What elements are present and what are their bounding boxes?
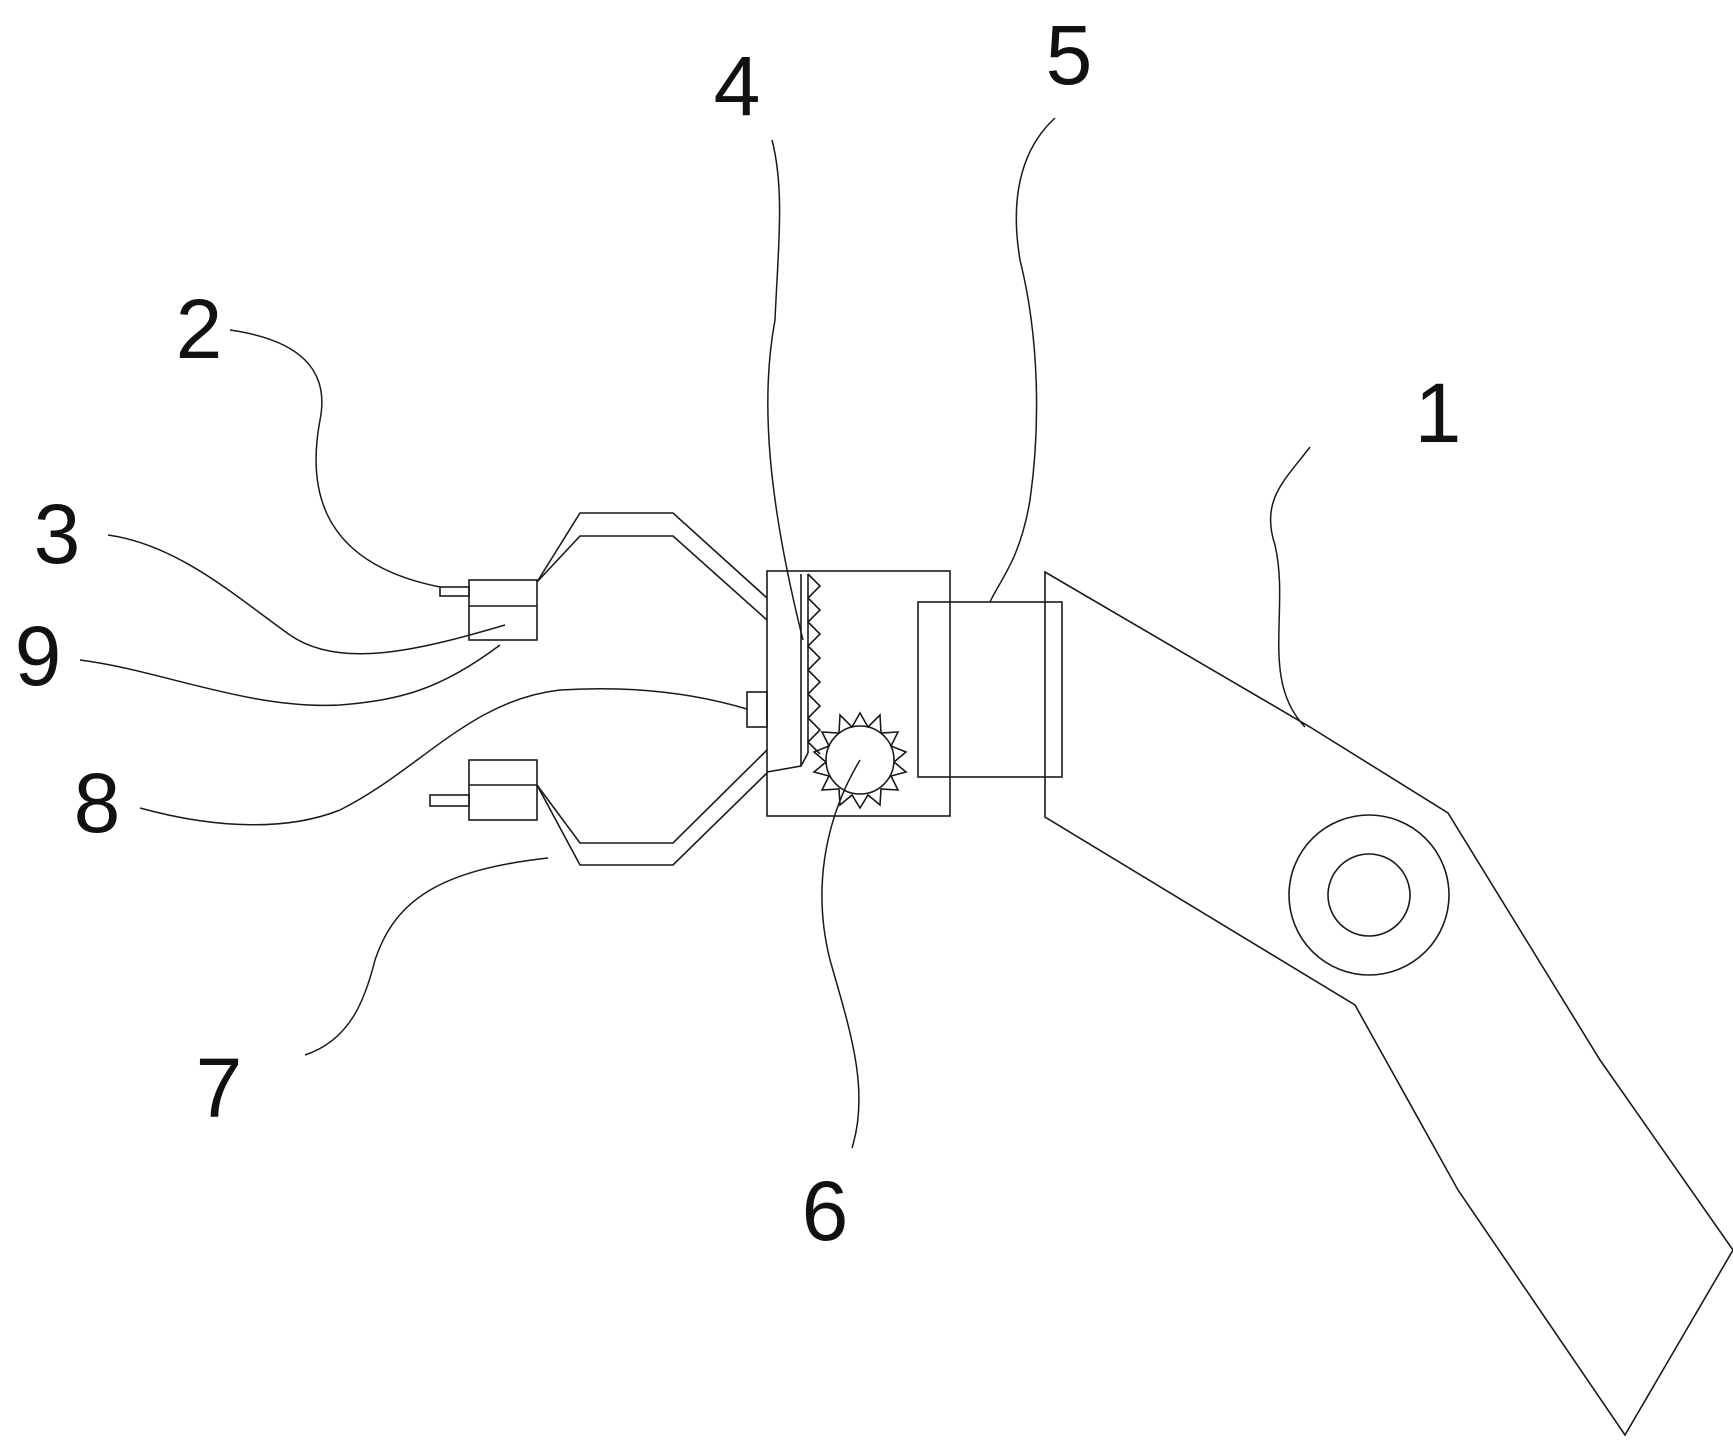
label-1: 1 — [1415, 366, 1462, 460]
lower-clamp — [429, 749, 768, 866]
leader-9 — [79, 644, 501, 707]
leader-3 — [107, 534, 506, 655]
leader-lines — [79, 117, 1311, 1149]
side-button — [746, 691, 768, 728]
leader-8 — [139, 687, 748, 826]
base-housing — [766, 570, 951, 817]
rack — [766, 573, 822, 773]
upper-clamp — [439, 512, 768, 641]
leader-5 — [989, 117, 1056, 603]
label-2: 2 — [176, 282, 223, 376]
label-9: 9 — [15, 609, 62, 703]
label-8: 8 — [74, 756, 121, 850]
reference-labels: 1 2 3 9 4 5 8 7 6 — [15, 8, 1462, 1258]
gear — [812, 711, 908, 810]
label-5: 5 — [1046, 8, 1093, 102]
label-6: 6 — [802, 1164, 849, 1258]
arm — [1044, 570, 1733, 1437]
leader-4 — [767, 139, 804, 641]
label-7: 7 — [196, 1041, 243, 1135]
motor-block — [917, 601, 1063, 778]
leader-7 — [304, 857, 549, 1056]
leader-2 — [229, 329, 441, 588]
label-3: 3 — [34, 487, 81, 581]
leader-1 — [1269, 446, 1311, 728]
leader-6 — [821, 759, 861, 1149]
label-4: 4 — [714, 39, 761, 133]
